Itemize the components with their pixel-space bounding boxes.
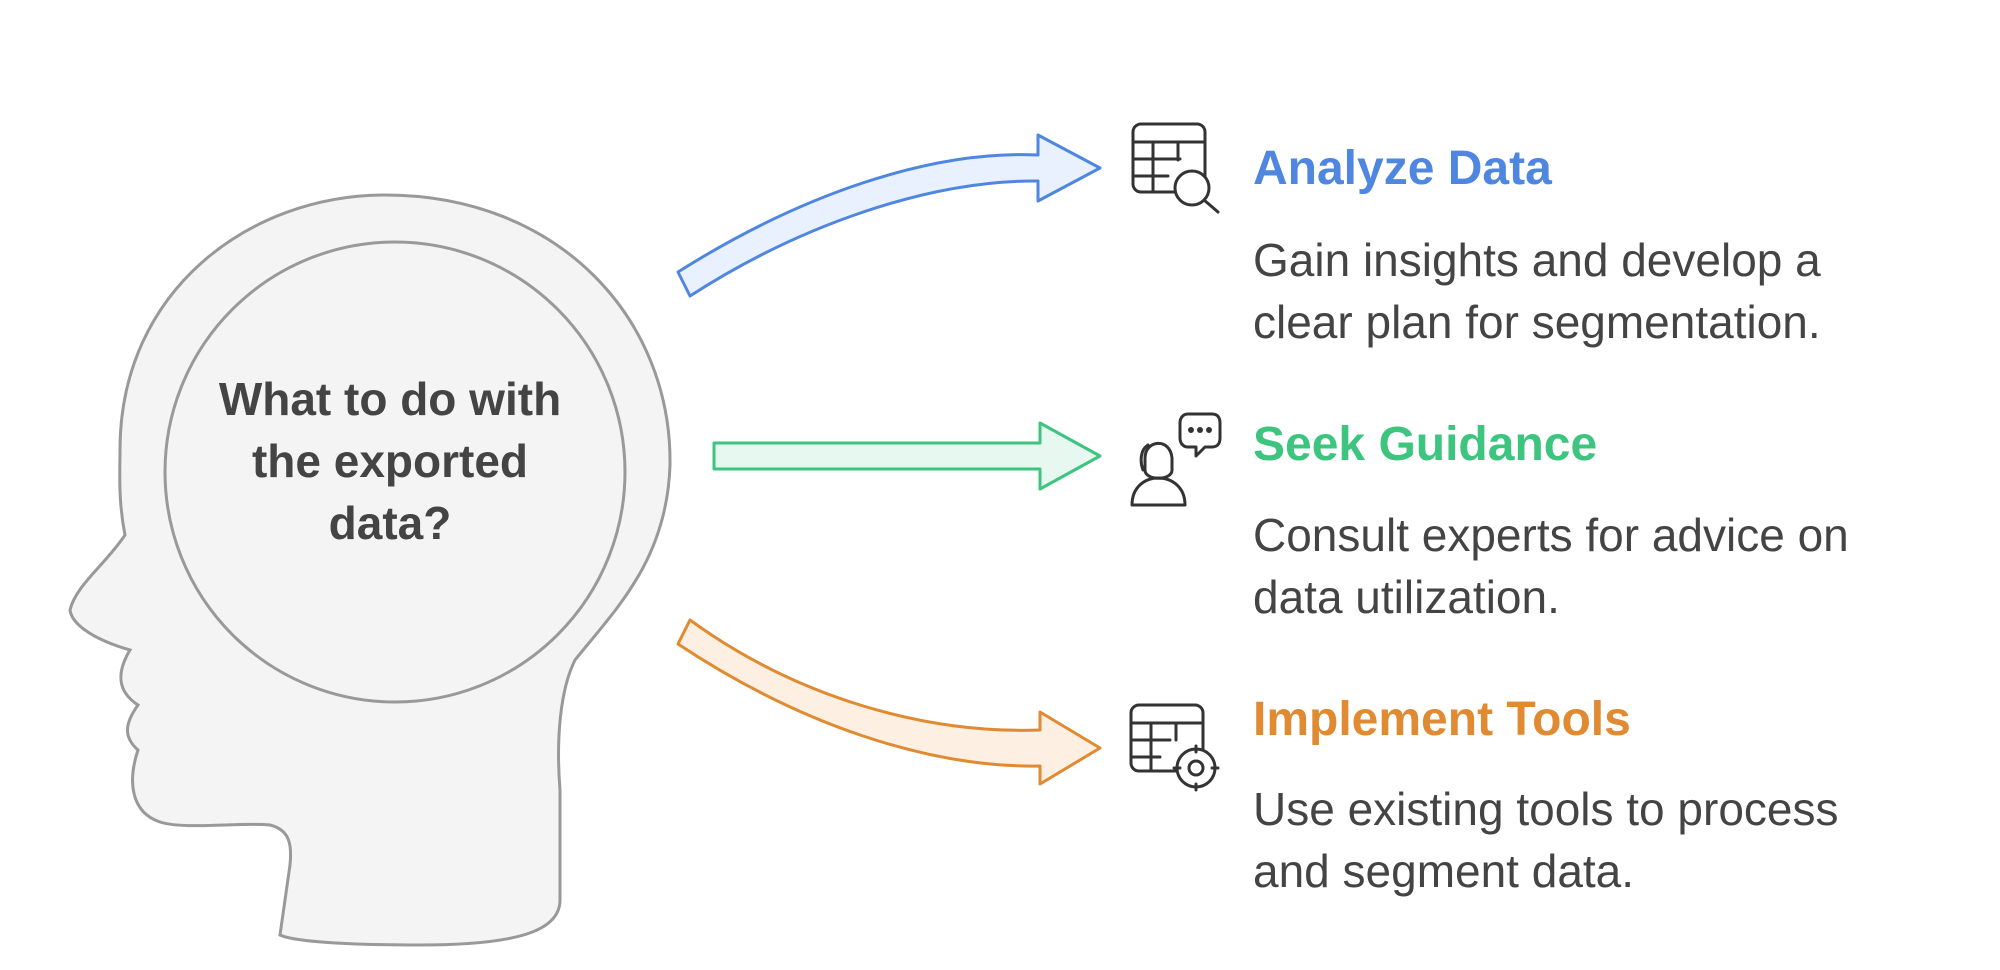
description-line: Consult experts for advice on <box>1253 509 1849 561</box>
table-gear-icon <box>1129 703 1220 792</box>
option-title-seek-guidance: Seek Guidance <box>1253 418 1598 471</box>
option-title-analyze-data: Analyze Data <box>1253 142 1552 195</box>
description-line: clear plan for segmentation. <box>1253 296 1821 348</box>
consultant-chat-icon <box>1130 412 1222 507</box>
central-question: What to do with the exported data? <box>180 368 600 554</box>
question-line-1: What to do with <box>218 373 562 425</box>
description-line: data utilization. <box>1253 571 1560 623</box>
question-line-3: data? <box>328 497 452 549</box>
description-line: and segment data. <box>1253 845 1635 897</box>
question-line-2: the exported <box>251 435 529 487</box>
thought-circle <box>163 240 627 704</box>
table-search-icon <box>1131 122 1220 214</box>
description-line: Gain insights and develop a <box>1253 234 1821 286</box>
option-title-implement-tools: Implement Tools <box>1253 693 1631 746</box>
arrow-analyze <box>676 133 1102 298</box>
option-description-seek-guidance: Consult experts for advice on data utili… <box>1253 504 1849 628</box>
arrow-guidance <box>712 421 1102 491</box>
option-description-implement-tools: Use existing tools to process and segmen… <box>1253 778 1839 902</box>
arrow-implement <box>676 618 1102 786</box>
option-description-analyze-data: Gain insights and develop a clear plan f… <box>1253 229 1821 353</box>
description-line: Use existing tools to process <box>1253 783 1839 835</box>
